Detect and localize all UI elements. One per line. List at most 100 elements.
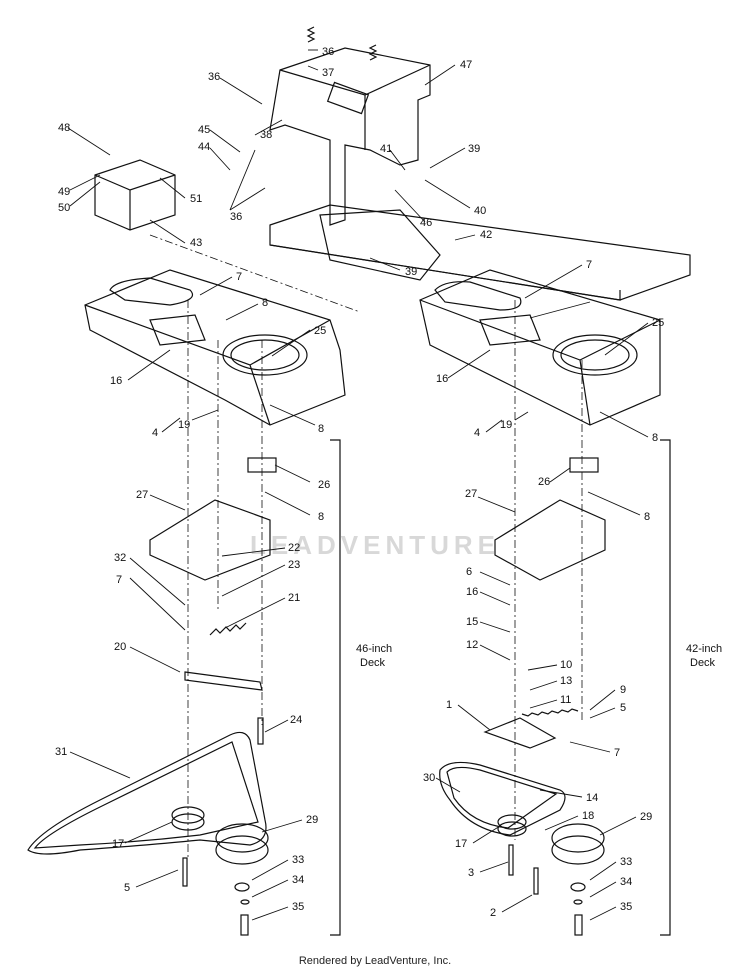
callout-label: 19 [178,419,190,431]
bolt-part [182,857,188,887]
callout-label: 16 [436,373,448,385]
belt-left-part [27,731,267,855]
pto-clutch-left-part [215,835,269,865]
pto-clutch-right-part [551,835,605,865]
callout-label: 38 [260,129,272,141]
callout-label: 21 [288,592,300,604]
frame-left-edge [84,304,331,366]
frame-left-edge [249,364,271,426]
callout-label: 25 [314,325,326,337]
deck-right-line2: Deck [690,657,716,669]
callout-label: 29 [306,814,318,826]
frame-left-cutout [109,277,194,306]
plate-left-part [149,499,271,581]
callout-label: 35 [620,901,632,913]
spring-part [521,708,579,717]
callout-label: 11 [560,694,571,706]
idler-arm-part [483,717,557,749]
belt-left-inner [33,741,259,849]
pto-clutch-left-part [215,823,269,853]
bolt-part [533,867,539,895]
callout-label: 7 [586,259,592,271]
callout-label: 19 [500,419,512,431]
callout-label: 39 [468,143,480,155]
spring-part [209,622,247,636]
frame-right-edge [579,359,591,426]
deck-bracket-left [330,439,341,936]
callout-label: 7 [614,747,620,759]
bolt-part [240,914,249,936]
pulley-right-part [497,821,527,837]
washer-part [573,899,583,905]
centerline [149,234,361,313]
callout-label: 48 [58,122,70,134]
bolt-part [257,717,264,745]
callout-label: 1 [446,699,452,711]
callout-label: 41 [380,143,392,155]
callout-label: 26 [318,479,330,491]
frame-right-part [419,269,661,426]
bolt-part [574,914,583,936]
callout-label: 7 [236,271,242,283]
deck-left-line2: Deck [360,657,386,669]
callout-label: 27 [465,488,477,500]
callout-label: 8 [652,432,658,444]
rear-frame-edge [269,244,621,301]
rear-frame-cutout [319,209,441,281]
callout-label: 17 [112,838,124,850]
callout-label: 32 [114,552,126,564]
callout-label: 6 [466,566,472,578]
callout-label: 46 [420,217,432,229]
frame-right-slot [479,314,541,346]
frame-left-hole [222,334,308,376]
callout-label: 36 [230,211,242,223]
callout-label: 8 [262,297,268,309]
callout-label: 42 [480,229,492,241]
watermark: LEADVENTURE [250,530,501,560]
pto-clutch-right-part [551,823,605,853]
callout-label: 43 [190,237,202,249]
deck-bracket-right [660,439,671,936]
callout-label: 5 [620,702,626,714]
spring-part [368,44,378,61]
callout-label: 35 [292,901,304,913]
callout-label: 34 [292,874,304,886]
bolt-part [508,844,514,876]
callout-label: 29 [640,811,652,823]
belt-right-inner [446,766,558,829]
frame-right-cutout [434,281,522,311]
frame-left-slot [149,314,206,346]
callout-label: 24 [290,714,302,726]
callout-label: 2 [490,907,496,919]
idler-arm-part [184,671,263,691]
callout-label: 7 [116,574,122,586]
spring-part [306,26,316,43]
footer-credit: Rendered by LeadVenture, Inc. [298,955,452,967]
seat-bracket-part [269,47,431,226]
callout-label: 27 [136,489,148,501]
callout-label: 26 [538,476,550,488]
seat-bracket-slot [326,81,370,115]
callout-label: 4 [152,427,158,439]
plate-right-part [494,499,606,581]
callout-label: 4 [474,427,480,439]
belt-right-part [439,761,566,836]
callout-label: 31 [55,746,67,758]
callout-label: 47 [460,59,472,71]
callout-label: 36 [208,71,220,83]
callout-label: 14 [586,792,598,804]
callout-label: 36 [322,46,334,58]
frame-left-hole [230,339,300,371]
callout-label: 50 [58,202,70,214]
frame-right-hole [552,334,638,376]
deck-left-line1: 46-inch [356,643,392,655]
washer-part [240,899,250,905]
frame-left-part [84,269,346,426]
callout-label: 33 [292,854,304,866]
callout-label: 8 [318,511,324,523]
callout-label: 40 [474,205,486,217]
callout-label: 37 [322,67,334,79]
callout-label: 13 [560,675,572,687]
